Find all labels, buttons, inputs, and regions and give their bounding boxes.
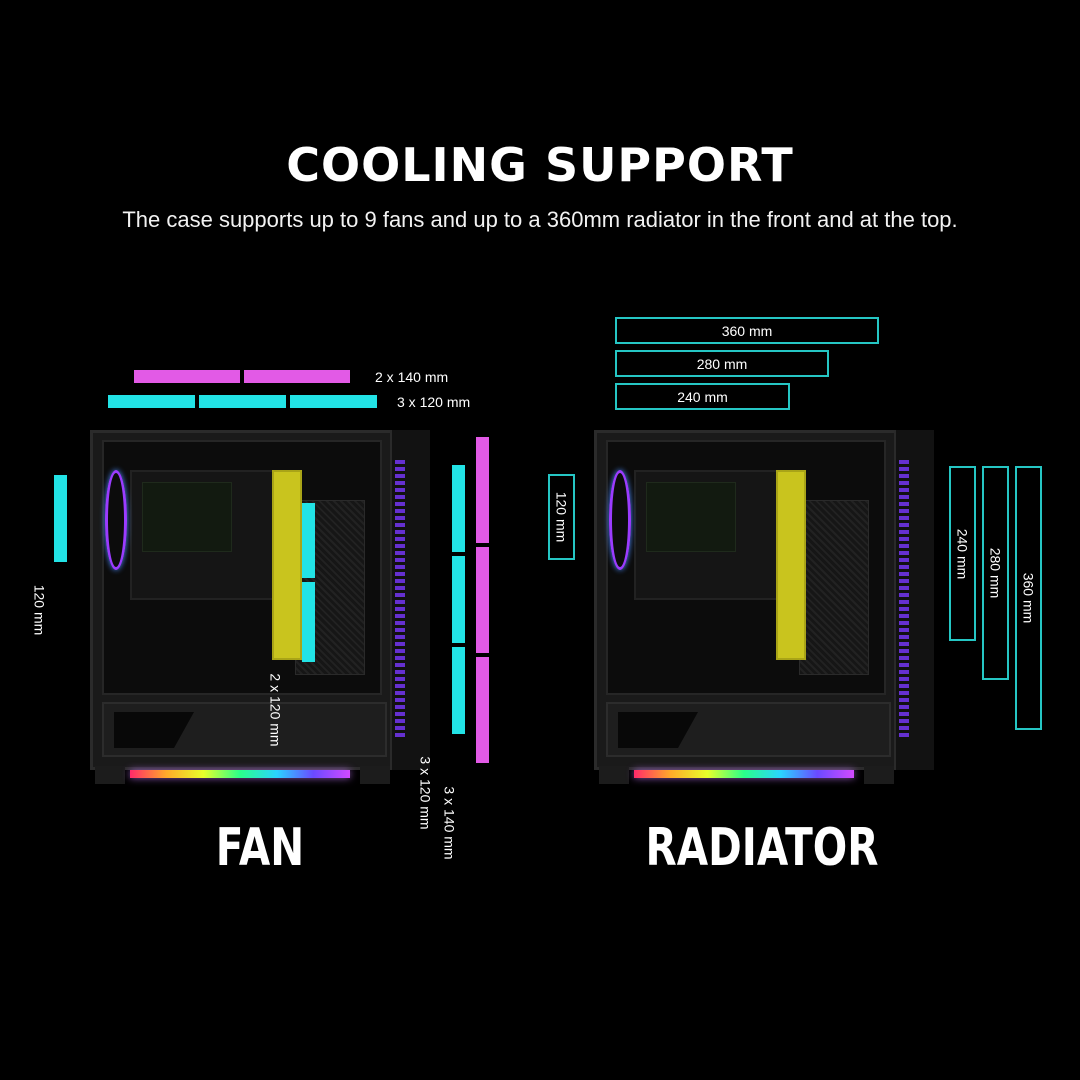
fan-front-120-bar-1 (452, 465, 465, 552)
rear-fan-icon (609, 470, 631, 570)
page-title: COOLING SUPPORT (286, 138, 794, 192)
yellow-radiator-icon (776, 470, 806, 660)
fan-front-140-bar-1 (476, 437, 489, 543)
fan-inner-120-bar-1 (302, 503, 315, 578)
rgb-strip (130, 770, 350, 778)
fan-front-120-label: 3 x 120 mm (417, 756, 434, 830)
fan-rear-120-bar (54, 475, 67, 562)
fan-top-120-label: 3 x 120 mm (397, 394, 471, 410)
page-subtitle: The case supports up to 9 fans and up to… (122, 207, 958, 232)
fan-inner-120-bar-2 (302, 582, 315, 662)
radiator-top-280-bar: 280 mm (615, 350, 829, 377)
fan-front-140-bar-3 (476, 657, 489, 763)
radiator-pc-case (594, 430, 934, 790)
fan-inner-120-label: 2 x 120 mm (267, 673, 284, 747)
fan-top-140-label: 2 x 140 mm (375, 369, 449, 385)
radiator-front-280-bar: 280 mm (982, 466, 1009, 680)
radiator-front-240-bar: 240 mm (949, 466, 976, 641)
fan-front-140-label: 3 x 140 mm (441, 786, 458, 860)
fan-top-140-bar-1 (134, 370, 240, 383)
fan-top-120-bar-3 (290, 395, 377, 408)
fan-section-label: FAN (215, 818, 305, 878)
radiator-top-360-bar: 360 mm (615, 317, 879, 344)
rear-fan-icon (105, 470, 127, 570)
fan-front-120-bar-2 (452, 556, 465, 643)
rgb-strip (634, 770, 854, 778)
fan-pc-case (90, 430, 430, 790)
fan-top-120-bar-1 (108, 395, 195, 408)
radiator-rear-120-bar: 120 mm (548, 474, 575, 560)
fan-rear-120-label: 120 mm (30, 584, 47, 636)
yellow-radiator-icon (272, 470, 302, 660)
fan-top-140-bar-2 (244, 370, 350, 383)
radiator-top-240-bar: 240 mm (615, 383, 790, 410)
radiator-section-label: RADIATOR (645, 818, 879, 878)
radiator-front-360-bar: 360 mm (1015, 466, 1042, 730)
fan-front-120-bar-3 (452, 647, 465, 734)
fan-front-140-bar-2 (476, 547, 489, 653)
fan-top-120-bar-2 (199, 395, 286, 408)
